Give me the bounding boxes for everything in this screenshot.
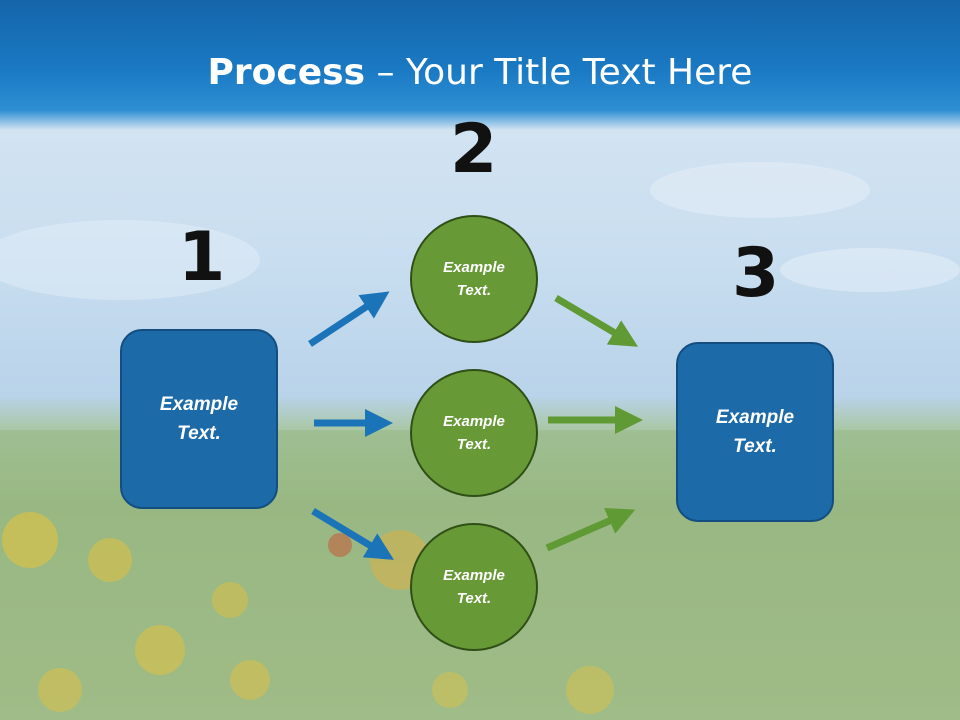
end-box-label: Example Text. [715, 407, 795, 457]
middle-circle-bottom-label: Example Text. [443, 567, 505, 607]
step-number-2: 2 [450, 110, 498, 189]
middle-circle-center[interactable]: Example Text. [410, 369, 538, 497]
title-rest: – Your Title Text Here [365, 52, 753, 93]
step-number-3: 3 [732, 234, 780, 313]
arrow-start-to-bottom [311, 508, 394, 560]
arrow-top-to-end [554, 294, 639, 347]
start-box-label: Example Text. [159, 394, 239, 444]
middle-circle-bottom[interactable]: Example Text. [410, 523, 538, 651]
arrow-start-to-top [308, 291, 390, 347]
middle-circle-top[interactable]: Example Text. [410, 215, 538, 343]
arrow-bottom-to-end [545, 507, 636, 552]
slide-title: Process – Your Title Text Here [0, 52, 960, 93]
middle-circle-top-label: Example Text. [443, 259, 505, 299]
end-box[interactable]: Example Text. [676, 342, 834, 522]
middle-circle-center-label: Example Text. [443, 413, 505, 453]
title-bold: Process [207, 52, 366, 93]
title-band [0, 0, 960, 130]
start-box[interactable]: Example Text. [120, 329, 278, 509]
step-number-1: 1 [178, 218, 226, 297]
